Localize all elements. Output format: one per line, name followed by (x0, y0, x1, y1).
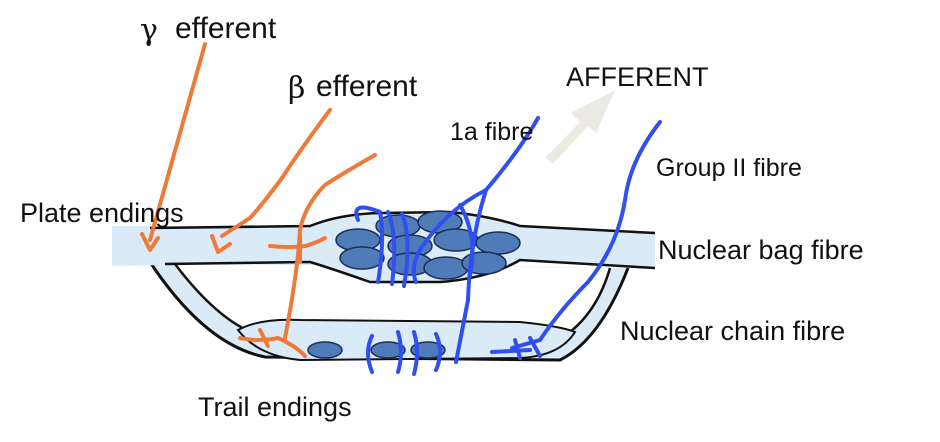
nucleus (423, 256, 469, 280)
beta-symbol: β (288, 71, 305, 106)
gamma-efferent-nerve (148, 42, 207, 242)
chain-nuclei (307, 341, 446, 359)
gamma-efferent-label: efferent (175, 12, 277, 45)
annulospiral-coil (386, 210, 397, 286)
afferent-label: AFFERENT (566, 62, 709, 92)
nucleus (370, 341, 406, 359)
bag-nuclei (335, 210, 521, 280)
plate-ending (210, 234, 232, 254)
beta-efferent-label: efferent (316, 70, 418, 103)
annulospiral-coil (366, 334, 374, 374)
nuclear-bag-fibre-top-edge (149, 210, 656, 235)
annulospiral-coil (412, 330, 419, 376)
nucleus (410, 341, 446, 359)
nucleus (307, 341, 343, 359)
annulospiral-coil (458, 203, 475, 278)
gamma-symbol: γ (140, 13, 158, 48)
group-ii-fibre-label: Group II fibre (656, 154, 802, 182)
trail-ending (238, 328, 307, 358)
nuclear-bag-fibre-label: Nuclear bag fibre (658, 235, 864, 265)
fibre-1a-label: 1a fibre (450, 118, 533, 146)
nuclear-bag-fibre-bottom-edge (164, 258, 656, 284)
group-ii-fibre-nerve (510, 120, 662, 350)
plate-endings-label: Plate endings (20, 198, 184, 228)
fibre-1a-branch (411, 188, 488, 284)
trail-ending (268, 234, 327, 264)
annulospiral-coil (396, 330, 403, 374)
up-right-arrow-icon (545, 90, 615, 164)
flower-spray-ending (490, 336, 542, 360)
nuclear-chain-fibre-label: Nuclear chain fibre (620, 316, 845, 346)
beta-branch-nerve (283, 153, 377, 340)
efferent-nerves (140, 42, 377, 358)
nucleus (475, 231, 521, 255)
afferent-nerves (354, 116, 662, 376)
trail-endings-label: Trail endings (198, 392, 352, 422)
beta-efferent-nerve (220, 108, 332, 238)
annulospiral-coil (434, 332, 442, 372)
nucleus (339, 246, 385, 270)
annulospiral-coil (354, 205, 385, 284)
annulospiral-coil (400, 212, 410, 288)
plate-ending (140, 232, 160, 252)
